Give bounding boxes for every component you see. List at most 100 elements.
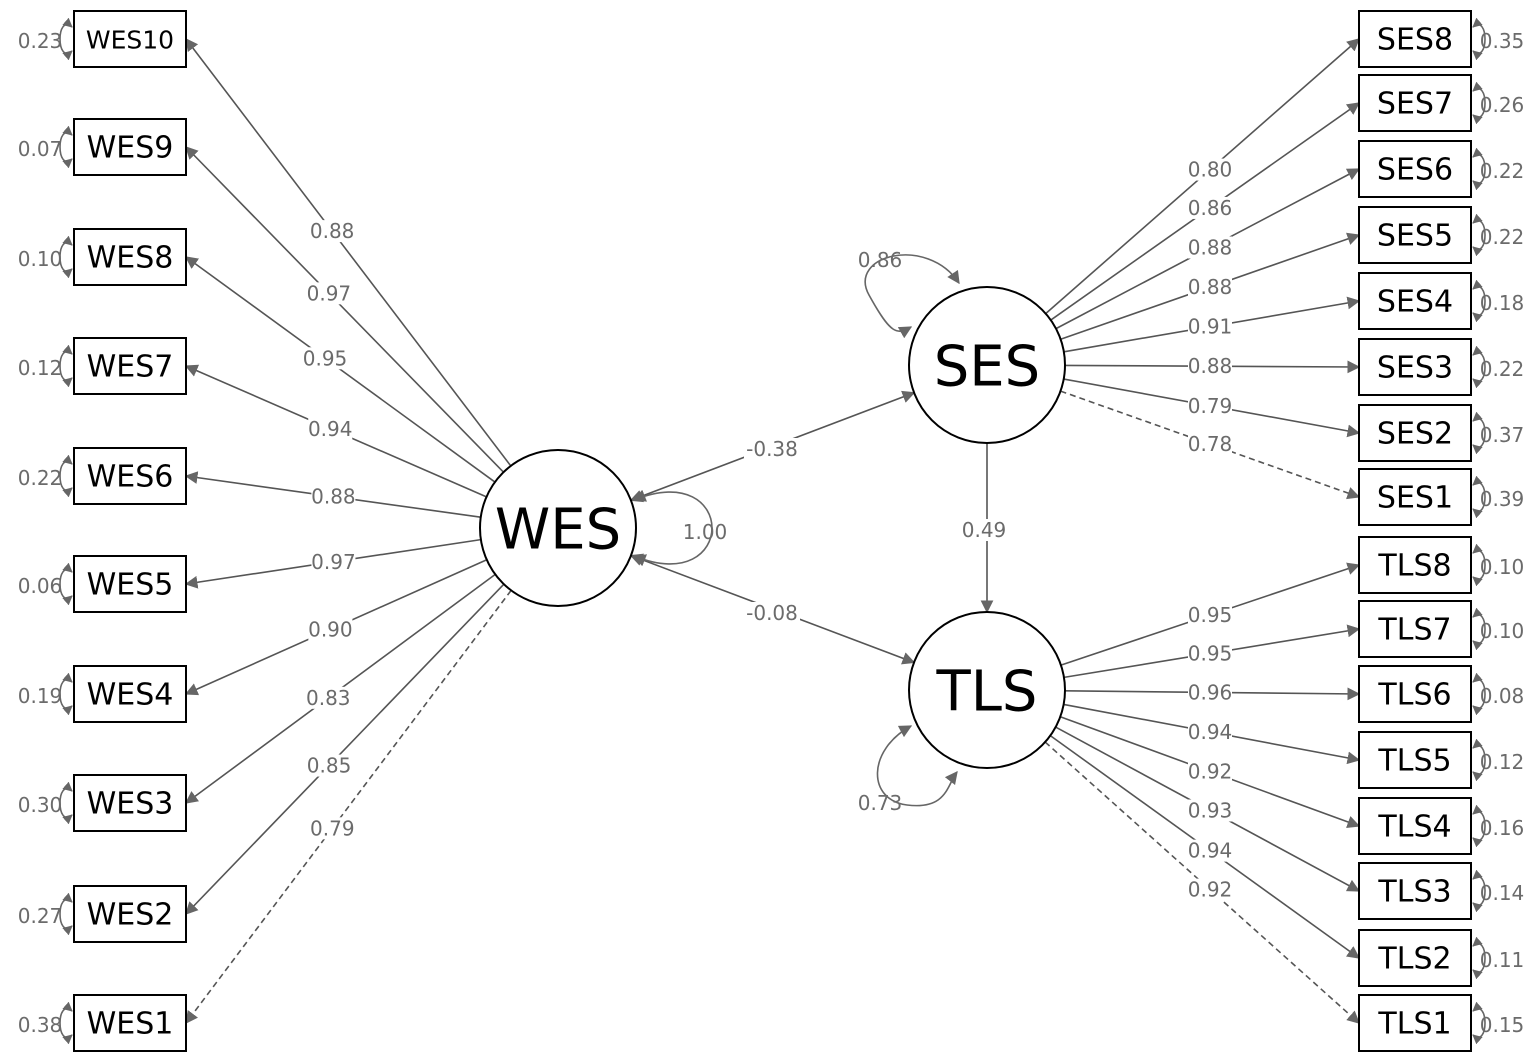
coef-bg (1188, 355, 1232, 378)
residual-loop-wes9 (59, 125, 73, 169)
indicator-label-wes5: WES5 (87, 568, 174, 603)
residual-value-tls6: 0.08 (1480, 684, 1525, 708)
indicator-box-tls4 (1358, 797, 1472, 855)
indicator-box-tls5 (1358, 731, 1472, 789)
coef-bg (744, 438, 800, 460)
indicator-label-tls4: TLS4 (1377, 810, 1451, 845)
residual-loop-ses (864, 254, 960, 339)
latent-label-ses: SES (934, 335, 1040, 400)
coef-bg (1188, 433, 1232, 456)
loading-value-ses6: 0.88 (1188, 236, 1233, 260)
residual-loop-ses8 (1472, 17, 1486, 61)
indicator-box-ses5 (1358, 206, 1472, 264)
residual-loop-ses7 (1472, 81, 1486, 125)
residual-loop-wes4 (59, 672, 73, 716)
coef-bg (307, 754, 352, 777)
coef-bg (1188, 394, 1232, 417)
residual-loop-ses4 (1472, 279, 1486, 323)
indicator-box-wes3 (73, 774, 187, 832)
loading-path-wes1 (185, 589, 512, 1025)
residual-value-wes8: 0.10 (18, 247, 63, 271)
indicator-label-wes10: WES10 (86, 26, 174, 55)
residual-loop-wes6 (59, 454, 73, 498)
indicator-label-wes8: WES8 (87, 241, 174, 276)
residual-value-wes1: 0.38 (18, 1013, 63, 1037)
residual-value-wes9: 0.07 (18, 137, 63, 161)
residual-loop-wes10 (59, 17, 73, 61)
indicator-box-tls1 (1358, 994, 1472, 1052)
loading-value-wes1: 0.79 (310, 816, 355, 840)
labels-layer: 0.230.880.070.970.100.950.120.940.220.88… (18, 29, 1525, 1037)
coef-bg (308, 618, 353, 641)
indicator-box-ses4 (1358, 272, 1472, 330)
loading-value-wes3: 0.83 (306, 686, 351, 710)
indicator-label-wes1: WES1 (87, 1007, 174, 1042)
loading-value-wes8: 0.95 (303, 346, 348, 370)
residual-loop-wes3 (59, 781, 73, 825)
indicator-box-ses1 (1358, 468, 1472, 526)
residual-loop-tls3 (1472, 869, 1486, 913)
loading-path-wes8 (184, 256, 496, 483)
indicator-box-wes10 (73, 10, 187, 68)
loading-value-tls5: 0.94 (1188, 720, 1233, 744)
residual-loop-tls1 (1472, 1001, 1486, 1045)
coef-bg (1188, 878, 1232, 901)
residual-value-ses4: 0.18 (1480, 291, 1525, 315)
residual-value-ses5: 0.22 (1480, 225, 1525, 249)
coef-bg (744, 602, 800, 624)
residual-loop-tls6 (1472, 672, 1486, 716)
coef-bg (306, 282, 351, 305)
loading-value-ses3: 0.88 (1188, 354, 1233, 378)
variance-loop-wes (632, 489, 713, 567)
loading-value-wes4: 0.90 (308, 618, 353, 642)
residual-value-wes7: 0.12 (18, 356, 63, 380)
indicator-label-ses5: SES5 (1377, 219, 1453, 254)
coef-bg (306, 686, 351, 709)
coef-bg (1188, 720, 1232, 743)
indicator-label-ses7: SES7 (1377, 87, 1453, 122)
indicator-label-tls1: TLS1 (1377, 1007, 1451, 1042)
loading-value-ses8: 0.80 (1188, 158, 1233, 182)
residual-loop-ses1 (1472, 475, 1486, 519)
coef-bg (1188, 642, 1232, 665)
indicator-box-tls7 (1358, 600, 1472, 658)
indicator-label-tls5: TLS5 (1377, 744, 1451, 779)
indicator-box-wes6 (73, 447, 187, 505)
loading-value-ses7: 0.86 (1188, 196, 1233, 220)
indicator-box-ses7 (1358, 74, 1472, 132)
indicator-label-tls7: TLS7 (1377, 613, 1451, 648)
coef-wes-tls: -0.08 (746, 601, 798, 625)
indicator-box-tls8 (1358, 536, 1472, 594)
residual-loop-ses2 (1472, 411, 1486, 455)
loading-value-tls8: 0.95 (1188, 603, 1233, 627)
residual-value-ses1: 0.39 (1480, 487, 1525, 511)
indicator-box-ses3 (1358, 338, 1472, 396)
coef-bg (308, 417, 353, 440)
residual-value-tls: 0.73 (858, 791, 903, 815)
coef-bg (1188, 276, 1232, 299)
residual-value-ses2: 0.37 (1480, 423, 1525, 447)
paths-layer (59, 17, 1486, 1045)
loading-value-wes6: 0.88 (311, 485, 356, 509)
residual-loop-tls8 (1472, 543, 1486, 587)
residual-value-wes3: 0.30 (18, 793, 63, 817)
indicator-label-tls3: TLS3 (1377, 875, 1451, 910)
residual-loop-wes8 (59, 235, 73, 279)
indicator-box-ses8 (1358, 10, 1472, 68)
coef-bg (1188, 681, 1232, 704)
coef-bg (1188, 315, 1232, 338)
loading-value-wes10: 0.88 (310, 219, 355, 243)
indicator-label-tls8: TLS8 (1377, 549, 1451, 584)
loading-path-ses1 (1060, 390, 1361, 500)
latent-node-wes (479, 449, 637, 607)
indicator-label-ses4: SES4 (1377, 285, 1453, 320)
indicator-box-wes4 (73, 665, 187, 723)
coef-bg (1188, 158, 1232, 181)
coef-bg (1188, 799, 1232, 822)
indicator-box-wes8 (73, 228, 187, 286)
loading-value-ses1: 0.78 (1188, 432, 1233, 456)
loading-value-ses5: 0.88 (1188, 275, 1233, 299)
residual-loop-tls5 (1472, 738, 1486, 782)
residual-value-wes5: 0.06 (18, 574, 63, 598)
residual-loop-wes7 (59, 344, 73, 388)
